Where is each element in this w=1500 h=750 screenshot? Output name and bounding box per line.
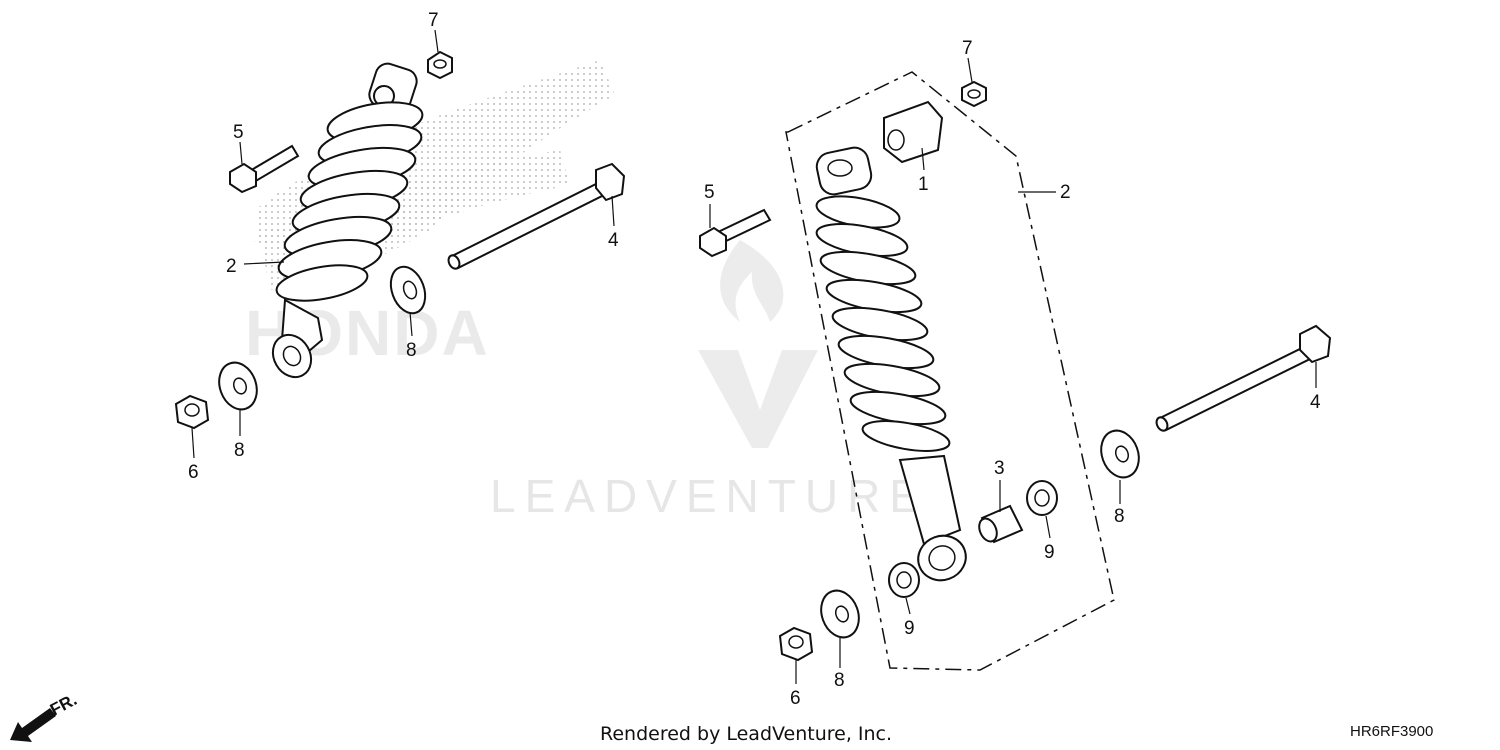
render-credit: Rendered by LeadVenture, Inc. [600,723,892,745]
front-direction-indicator: FR. [10,690,80,742]
callout-8-left-lower: 8 [234,440,245,461]
callout-6-right: 6 [790,688,801,709]
callout-3-right: 3 [994,458,1005,479]
callout-8-right-lower: 8 [834,670,845,691]
collar-3 [978,504,1024,544]
washer-8-right-lower [820,589,860,639]
callout-4-right: 4 [1310,392,1321,413]
bolt-5-left [229,144,300,194]
callout-7-left: 7 [428,10,439,31]
long-bolt-4-right [1155,324,1332,432]
shock-absorber-right [815,146,967,582]
callout-8-left-upper: 8 [406,340,417,361]
bushing-9-lower [888,562,920,598]
long-bolt-4-left [447,162,626,270]
callout-5-right: 5 [704,182,715,203]
company-watermark-text: LEADVENTURE [490,470,929,522]
nut-6-right [778,626,814,662]
flange-nut-7-right [961,80,987,108]
bushing-1 [883,100,944,164]
left-shock-assembly [174,29,626,459]
bolt-5-right [699,208,772,258]
callout-4-left: 4 [608,230,619,251]
flange-nut-7-left [427,50,453,80]
callout-5-left: 5 [233,122,244,143]
company-watermark: LEADVENTURE [490,240,929,522]
callout-7-right: 7 [962,38,973,59]
bushing-9-upper [1026,480,1058,516]
callout-2-left: 2 [226,256,237,277]
callout-8-right: 8 [1114,506,1125,527]
nut-6-left [174,394,210,430]
shock-absorber-left [271,62,424,379]
coil-spring-right [815,195,951,452]
callout-1-right: 1 [918,174,929,195]
callout-2-right: 2 [1060,182,1071,203]
callout-9-right-lower: 9 [904,618,915,639]
assembly-outline [785,71,1115,671]
right-shock-assembly [699,57,1332,684]
callout-9-right-upper: 9 [1044,542,1055,563]
washer-8-left-lower [218,361,258,411]
callout-6-left: 6 [188,462,199,483]
arrow-down-left-icon [10,708,56,742]
washer-8-right [1100,429,1140,479]
diagram-code: HR6RF3900 [1350,723,1433,740]
washer-8-left-upper [389,265,427,315]
coil-spring-left [275,101,424,302]
